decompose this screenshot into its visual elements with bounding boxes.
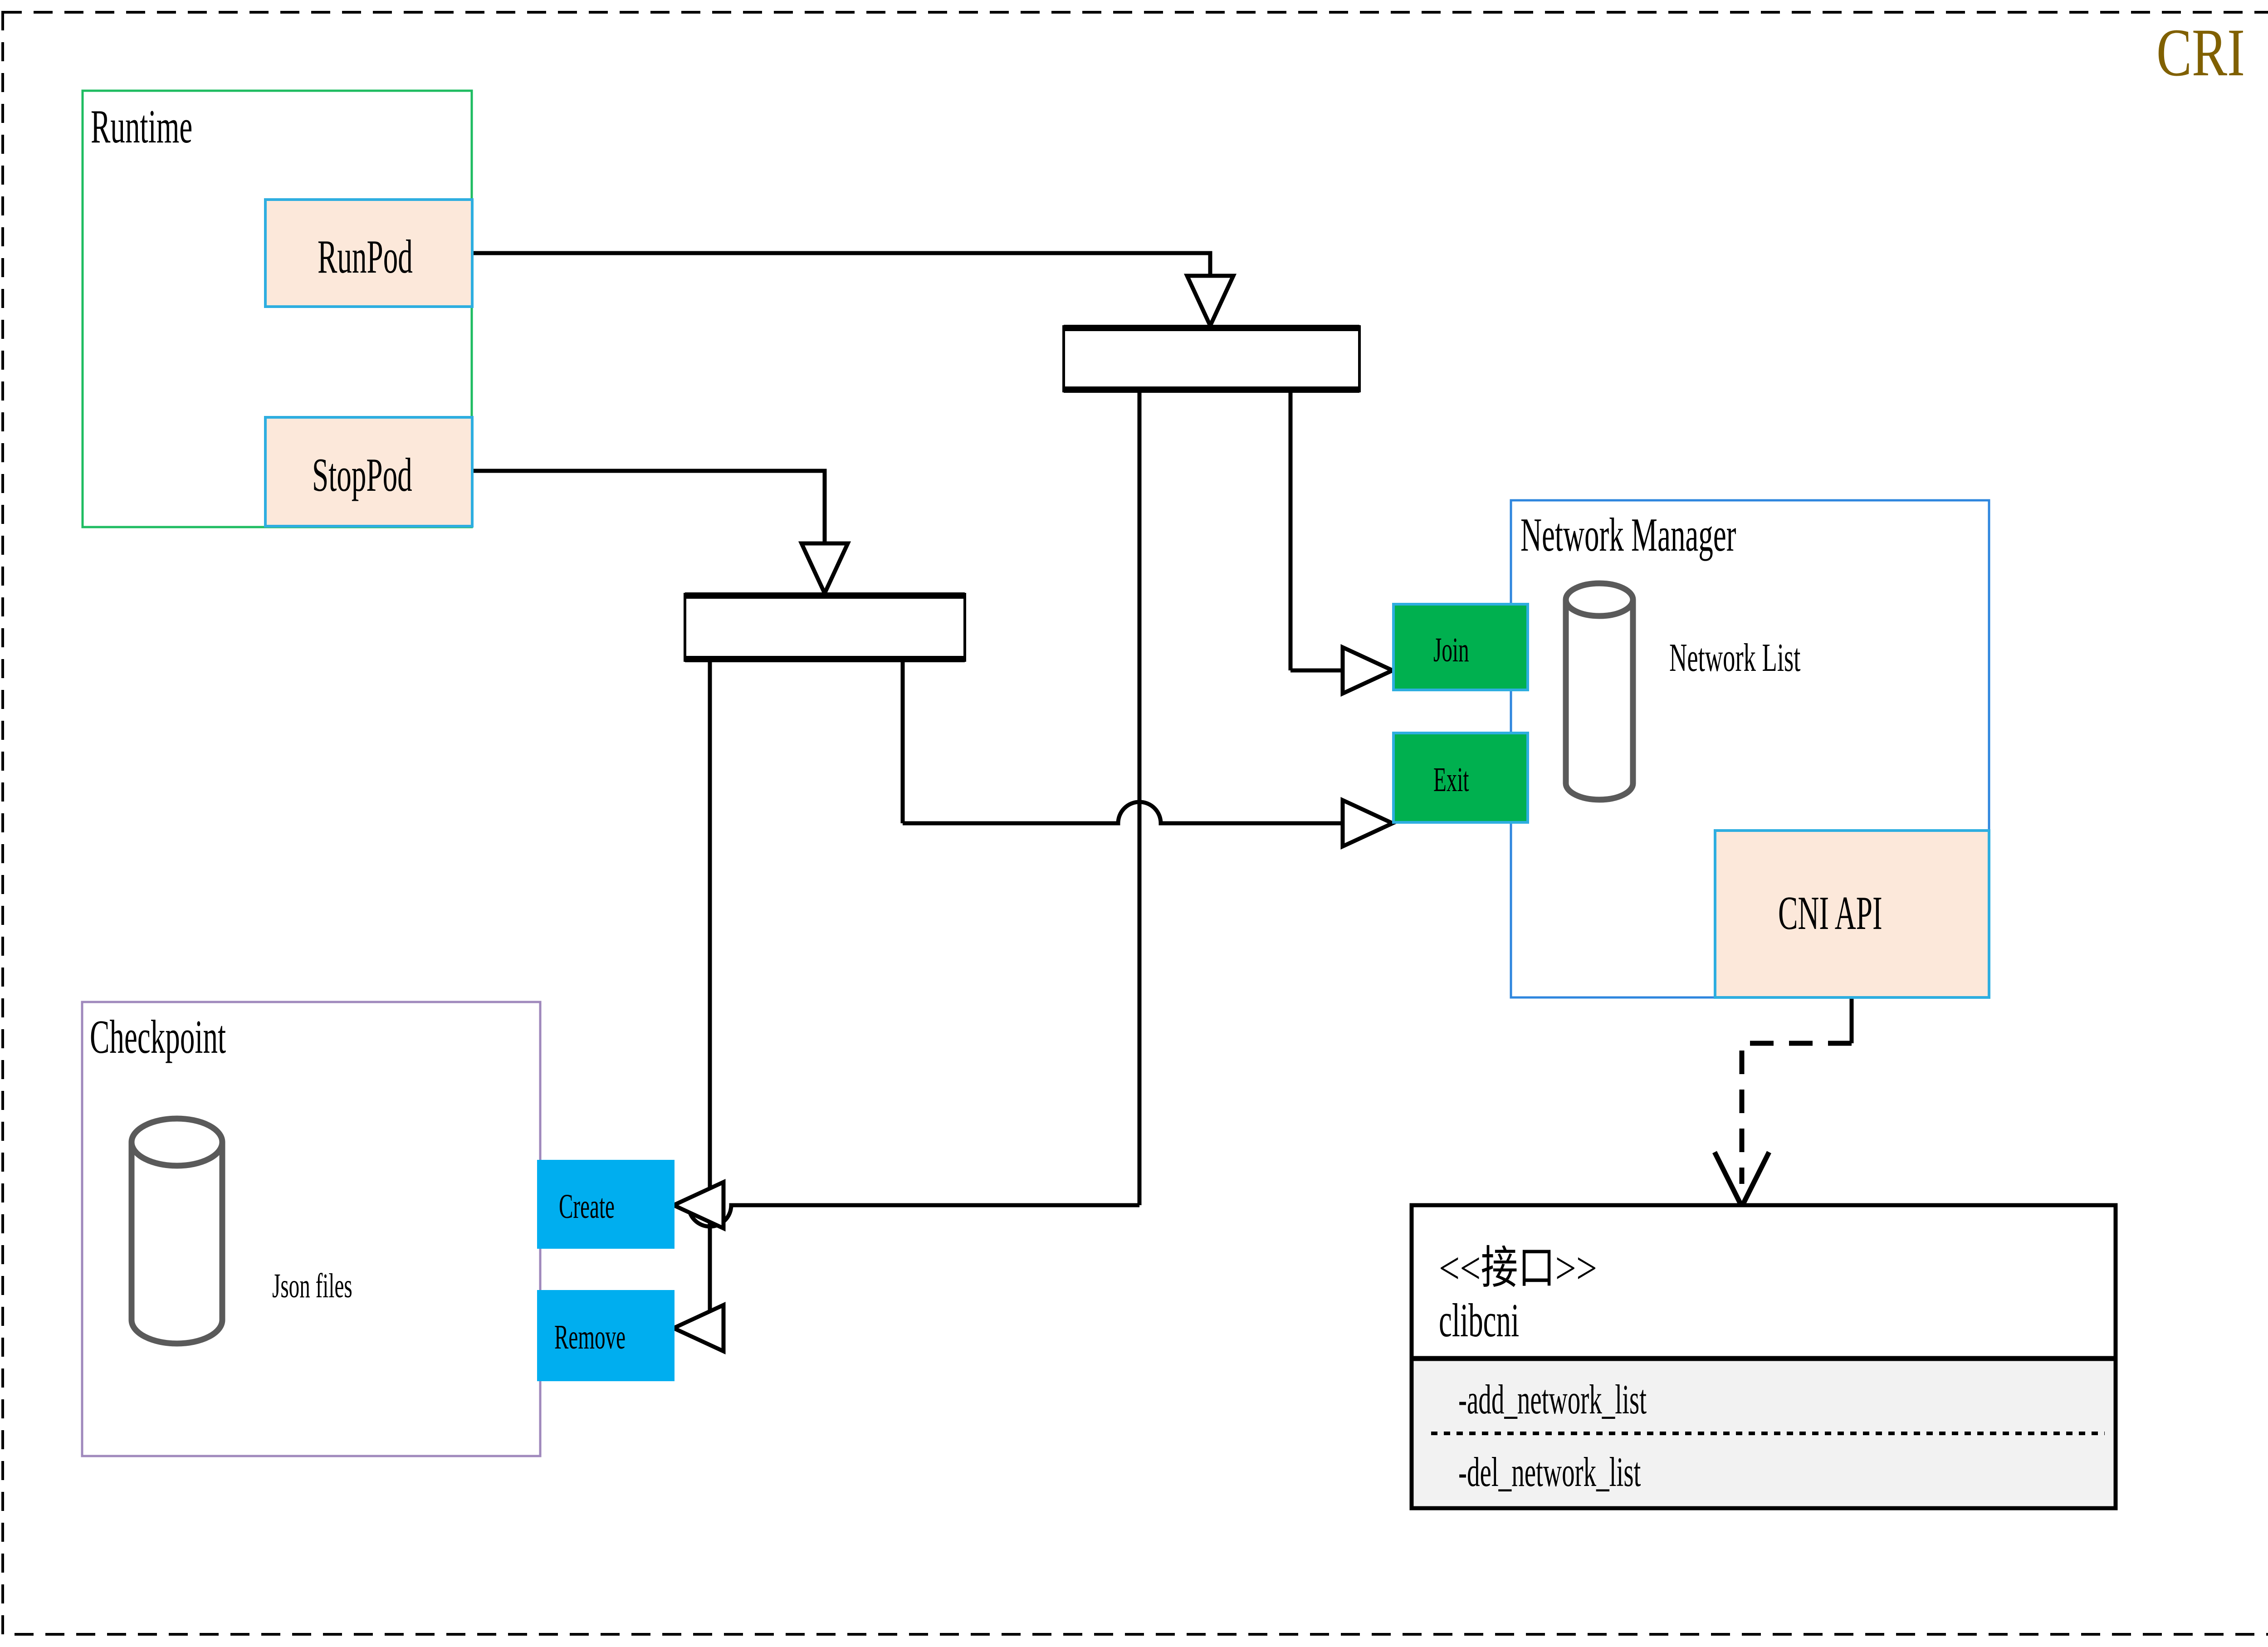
diagram-title: CRI <box>2156 15 2245 90</box>
op-remove-label: Remove <box>554 1318 626 1356</box>
edge-to-create <box>680 1203 1139 1229</box>
datastore-json-files-icon <box>128 1115 225 1347</box>
edge-to-exit <box>903 800 1366 826</box>
edge-runpod-to-fork <box>472 251 1212 318</box>
fork-bars[interactable] <box>684 325 1361 662</box>
op-remove[interactable] <box>537 1290 675 1381</box>
op-join[interactable] <box>1392 603 1529 691</box>
edge-stoppod-to-fork <box>472 469 827 585</box>
datastore-json-files-label: Json files <box>272 1267 352 1305</box>
fork-upper <box>1062 325 1361 392</box>
op-runpod-label: RunPod <box>318 230 413 283</box>
op-cni-api-label: CNI API <box>1778 886 1882 939</box>
op-stoppod-label: StopPod <box>312 448 412 501</box>
datastore-network-list-label: Network List <box>1669 636 1801 680</box>
interface-name: clibcni <box>1439 1294 1520 1347</box>
package-checkpoint-label: Checkpoint <box>90 1010 226 1063</box>
outer-dashed-frame <box>1 11 2268 1636</box>
op-join-label: Join <box>1433 631 1469 669</box>
arrowheads <box>669 274 1398 1355</box>
package-network-manager-label: Network Manager <box>1520 508 1736 561</box>
op-create-label: Create <box>559 1188 615 1226</box>
op-exit[interactable] <box>1392 732 1529 824</box>
package-runtime-label: Runtime <box>91 100 193 153</box>
datastore-network-list-icon <box>1563 580 1636 803</box>
interface-method-add: -add_network_list <box>1458 1376 1647 1422</box>
op-exit-label: Exit <box>1433 761 1469 799</box>
arrowhead-into-fork-lower <box>798 541 851 598</box>
interface-method-del: -del_network_list <box>1458 1449 1641 1495</box>
edge-cniapi-to-clibcni <box>1739 1041 1852 1184</box>
interface-stereotype: <<接口>> <box>1439 1243 1597 1293</box>
arrowhead-into-remove <box>669 1301 726 1355</box>
op-stoppod[interactable] <box>264 416 474 528</box>
op-cni-api[interactable] <box>1714 829 1990 999</box>
fork-lower <box>684 593 966 662</box>
arrowhead-into-fork-upper <box>1183 274 1237 331</box>
arrowhead-into-create <box>669 1178 726 1232</box>
arrowhead-into-exit <box>1340 797 1398 850</box>
arrowhead-into-join <box>1340 644 1398 697</box>
op-runpod[interactable] <box>264 198 474 308</box>
op-create[interactable] <box>537 1160 675 1249</box>
